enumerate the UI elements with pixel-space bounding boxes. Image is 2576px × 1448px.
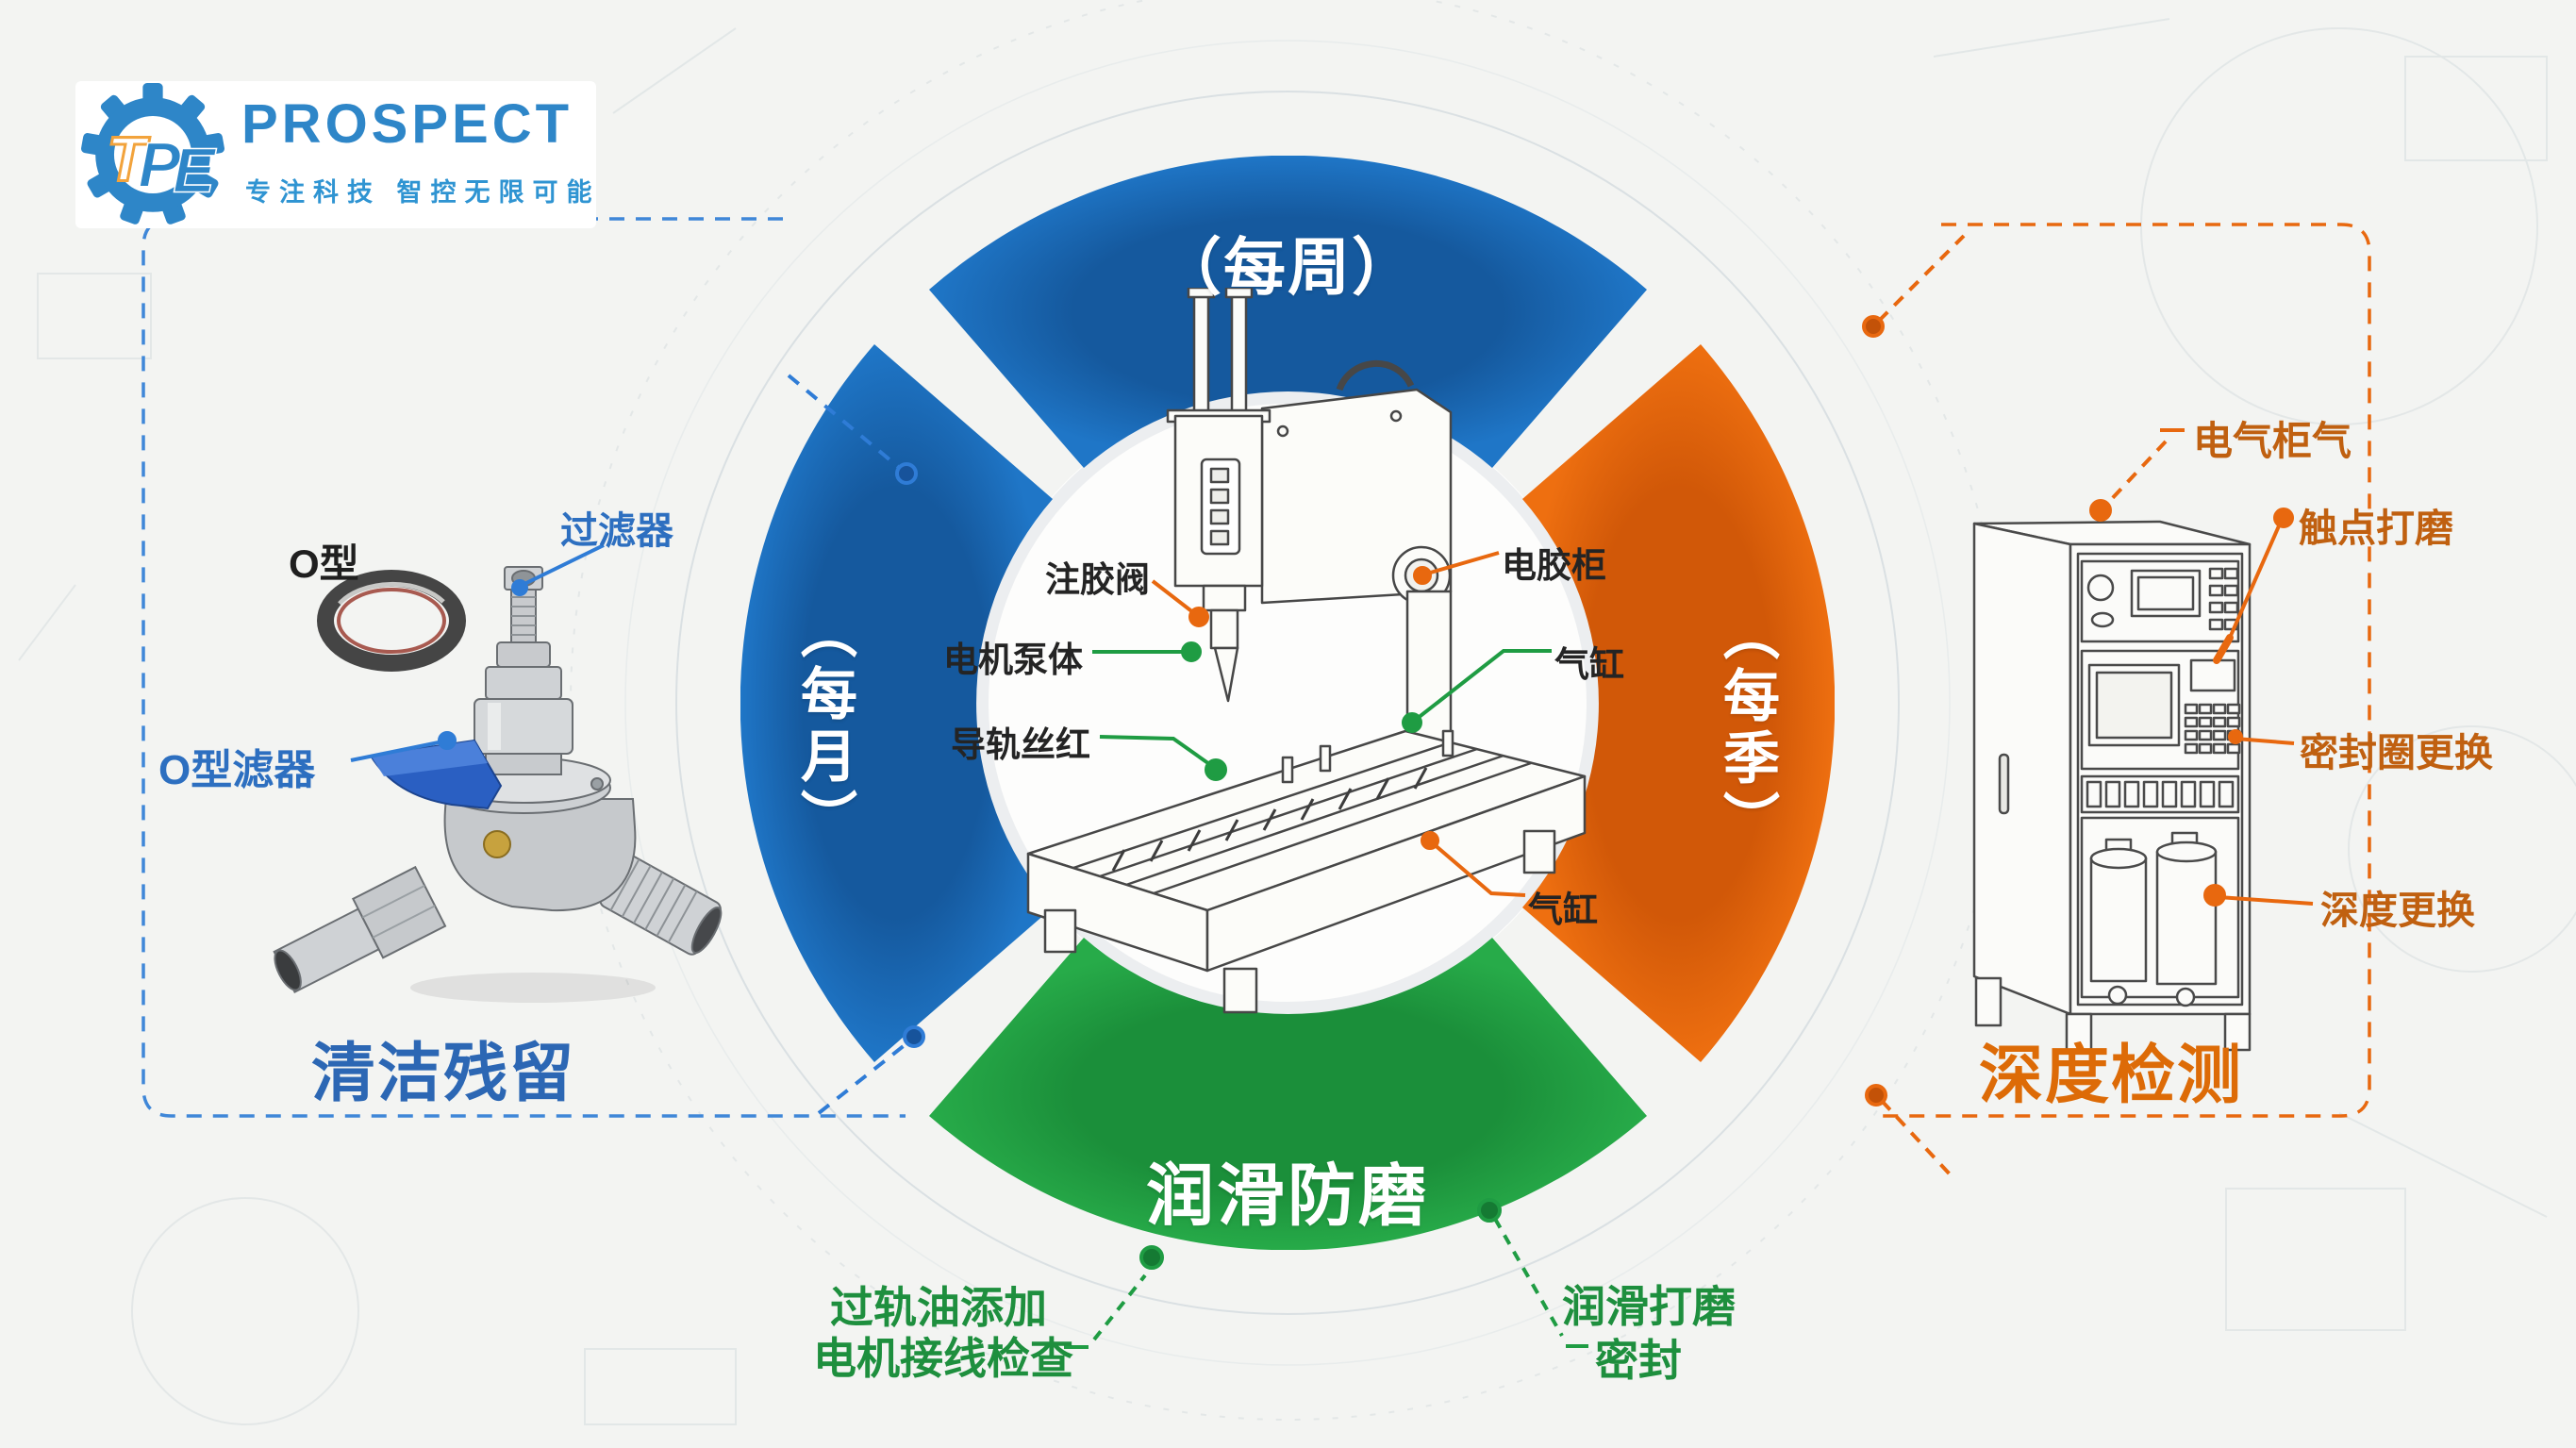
gear-logo-icon: T P E [81, 83, 224, 225]
callout-electric-cabinet: 电胶柜 [1502, 546, 1606, 585]
green-callout-lines [1064, 641, 1588, 1349]
ring-label-monthly: （每月） [792, 602, 856, 851]
monogram-letter-p: P [139, 129, 181, 200]
label-electrical-cabinet-air: 电气柜气 [2193, 419, 2352, 463]
label-filter: 过滤器 [560, 510, 673, 552]
valve-illustration [273, 566, 723, 1003]
label-seal-ring-replacement: 密封圈更换 [2300, 731, 2493, 774]
label-o-ring-filter: O型滤器 [158, 747, 316, 793]
note-lubrication-polishing: 润滑打磨 [1562, 1282, 1736, 1331]
right-panel-title-depth-inspection: 深度检测 [1979, 1040, 2244, 1111]
note-rail-oil-add: 过轨油添加 [830, 1283, 1047, 1332]
label-depth-replacement: 深度更换 [2320, 889, 2475, 932]
o-ring-illustration [317, 570, 466, 672]
monogram-letter-t: T [107, 124, 150, 194]
callout-motor-pump: 电机泵体 [943, 641, 1083, 679]
ring-segment-lubrication [929, 938, 1647, 1250]
callout-guide-rail-screw: 导轨丝红 [951, 725, 1090, 764]
orange-callout-lines [1151, 234, 2314, 1179]
brand-tagline: 专注科技 智控无限可能 [245, 178, 601, 207]
callout-glue-valve: 注胶阀 [1045, 560, 1150, 599]
callout-cylinder-lower: 气缸 [1528, 890, 1598, 929]
control-cabinet-illustration [1972, 520, 2252, 1052]
ring-segment-quarterly [1522, 344, 1835, 1062]
callout-cylinder-upper: 气缸 [1554, 645, 1624, 684]
dispensing-machine-illustration [1026, 288, 1587, 1014]
ring-label-lubrication: 润滑防磨 [1145, 1158, 1430, 1235]
ring-segment-weekly [929, 156, 1647, 468]
left-panel-title-clean-residue: 清洁残留 [311, 1038, 576, 1109]
monogram-letter-e: E [173, 136, 217, 207]
blue-callout-lines [350, 374, 925, 1115]
label-o-ring: O型 [289, 541, 359, 586]
note-motor-wiring-check: 电机接线检查 [813, 1334, 1073, 1383]
note-seal: 密封 [1595, 1336, 1682, 1385]
ring-segment-monthly [740, 344, 1053, 1062]
ring-label-weekly: （每周） [1159, 232, 1416, 302]
ring-label-quarterly: （每季） [1715, 604, 1779, 853]
label-contact-polishing: 触点打磨 [2299, 507, 2453, 550]
brand-logo: T P E PROSPECT 专注科技 智控无限可能 [75, 81, 596, 228]
brand-name: PROSPECT [241, 93, 573, 155]
